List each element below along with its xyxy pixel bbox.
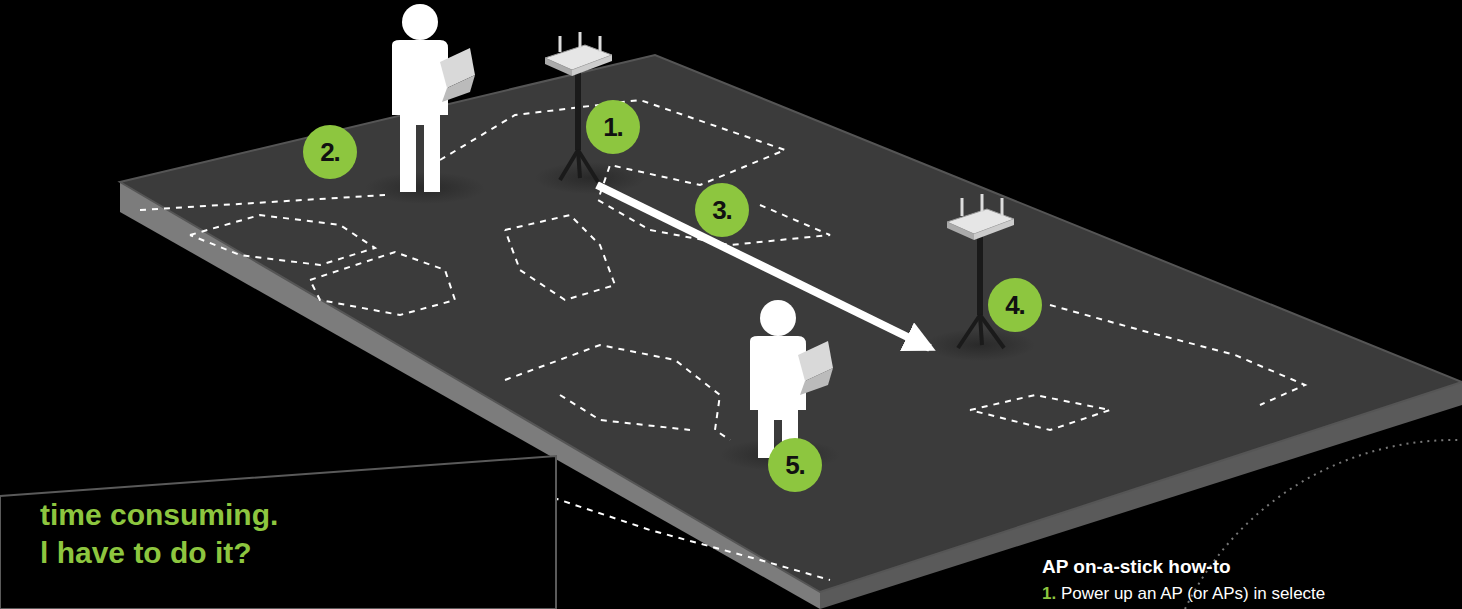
callout-number: 5.: [785, 450, 805, 481]
callout-number: 2.: [320, 137, 340, 168]
quote-panel: time consuming.l have to do it?: [0, 452, 560, 609]
callout-circle: 4.: [988, 278, 1042, 332]
quote-text: l have to do it?: [40, 534, 278, 572]
callout-circle: 2.: [303, 125, 357, 179]
callout-circle: 3.: [695, 183, 749, 237]
step-number: 1.: [1042, 584, 1056, 604]
callout-number: 1.: [603, 112, 623, 143]
move-arrow: [597, 185, 930, 348]
callout-circle: 1.: [586, 100, 640, 154]
person-with-laptop: [392, 4, 475, 192]
callout-circle: 5.: [768, 438, 822, 492]
dotted-arc: [1185, 440, 1462, 609]
callout-number: 4.: [1005, 290, 1025, 321]
person-with-laptop: [750, 300, 833, 458]
panel-heading: AP on-a-stick how-to: [1042, 556, 1231, 578]
quote-text: time consuming.: [40, 496, 278, 534]
callout-number: 3.: [712, 195, 732, 226]
step-text: Power up an AP (or APs) in selecte: [1061, 584, 1325, 604]
